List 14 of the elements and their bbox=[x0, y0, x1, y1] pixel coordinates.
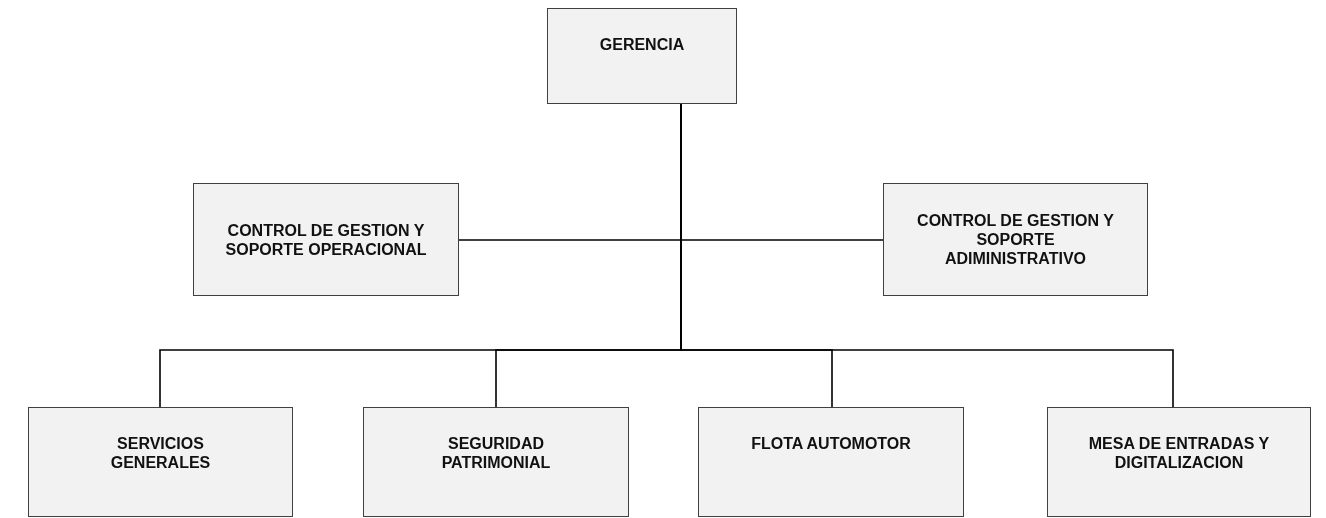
unit-name: MESA DE ENTRADAS Y DIGITALIZACION bbox=[1087, 434, 1271, 472]
org-box bbox=[883, 183, 1148, 296]
org-box bbox=[193, 183, 459, 296]
unit-name: FLOTA AUTOMOTOR bbox=[751, 434, 911, 453]
org-box bbox=[1047, 407, 1311, 517]
unit-name: GERENCIA bbox=[599, 35, 685, 54]
org-box bbox=[28, 407, 293, 517]
unit-name: SERVICIOS GENERALES bbox=[109, 434, 212, 472]
org-box bbox=[363, 407, 629, 517]
org-box bbox=[698, 407, 964, 517]
unit-name: CONTROL DE GESTION Y SOPORTE ADIMINISTRATIVO bbox=[916, 211, 1115, 268]
unit-name: SEGURIDAD PATRIMONIAL bbox=[440, 434, 552, 472]
unit-name: CONTROL DE GESTION Y SOPORTE OPERACIONAL bbox=[224, 220, 428, 259]
org-box bbox=[547, 8, 737, 104]
